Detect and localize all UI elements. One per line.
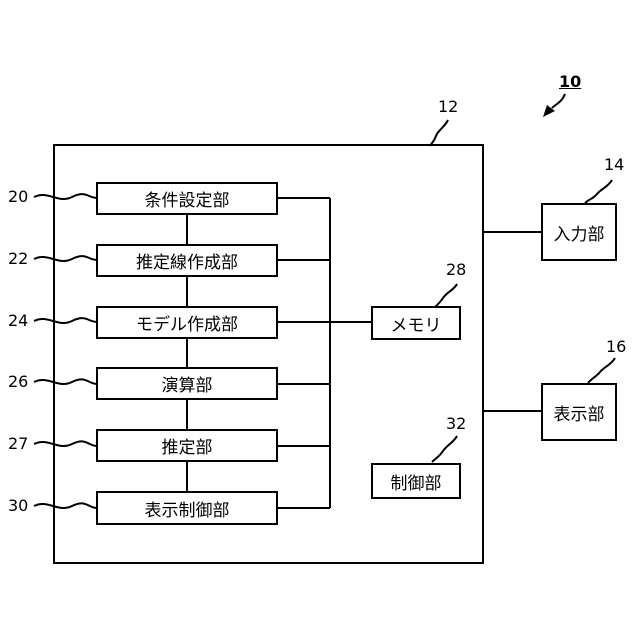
ref-memory: 28: [446, 262, 466, 278]
ref-calculation: 26: [8, 374, 28, 390]
memory-box: メモリ: [371, 306, 461, 340]
input-unit-box: 入力部: [541, 203, 617, 261]
module-estimation-line-creation: 推定線作成部: [96, 244, 278, 277]
ref-estimation-line-creation: 22: [8, 251, 28, 267]
system-leader: [552, 94, 565, 108]
module-display-control: 表示制御部: [96, 491, 278, 525]
controller-box: 制御部: [371, 463, 461, 499]
ref-model-creation: 24: [8, 313, 28, 329]
leader-14: [585, 180, 612, 203]
ref-input-unit: 14: [604, 157, 624, 173]
module-display-control-label: 表示制御部: [145, 496, 230, 521]
module-calculation: 演算部: [96, 367, 278, 400]
ref-system: 10: [559, 74, 581, 90]
leader-12: [430, 120, 448, 146]
module-condition-setting-label: 条件設定部: [145, 186, 230, 211]
ref-condition-setting: 20: [8, 189, 28, 205]
memory-label: メモリ: [391, 311, 442, 336]
ref-device: 12: [438, 99, 458, 115]
module-estimation-label: 推定部: [162, 433, 213, 458]
module-calculation-label: 演算部: [162, 371, 213, 396]
module-model-creation-label: モデル作成部: [136, 310, 238, 335]
display-unit-label: 表示部: [554, 400, 605, 425]
display-unit-box: 表示部: [541, 383, 617, 441]
module-condition-setting: 条件設定部: [96, 182, 278, 215]
module-estimation: 推定部: [96, 429, 278, 462]
input-unit-label: 入力部: [554, 220, 605, 245]
module-estimation-line-creation-label: 推定線作成部: [136, 248, 238, 273]
controller-label: 制御部: [391, 469, 442, 494]
ref-estimation: 27: [8, 436, 28, 452]
module-model-creation: モデル作成部: [96, 306, 278, 339]
ref-display-unit: 16: [606, 339, 626, 355]
leader-16: [588, 358, 615, 383]
ref-controller: 32: [446, 416, 466, 432]
ref-display-control: 30: [8, 498, 28, 514]
